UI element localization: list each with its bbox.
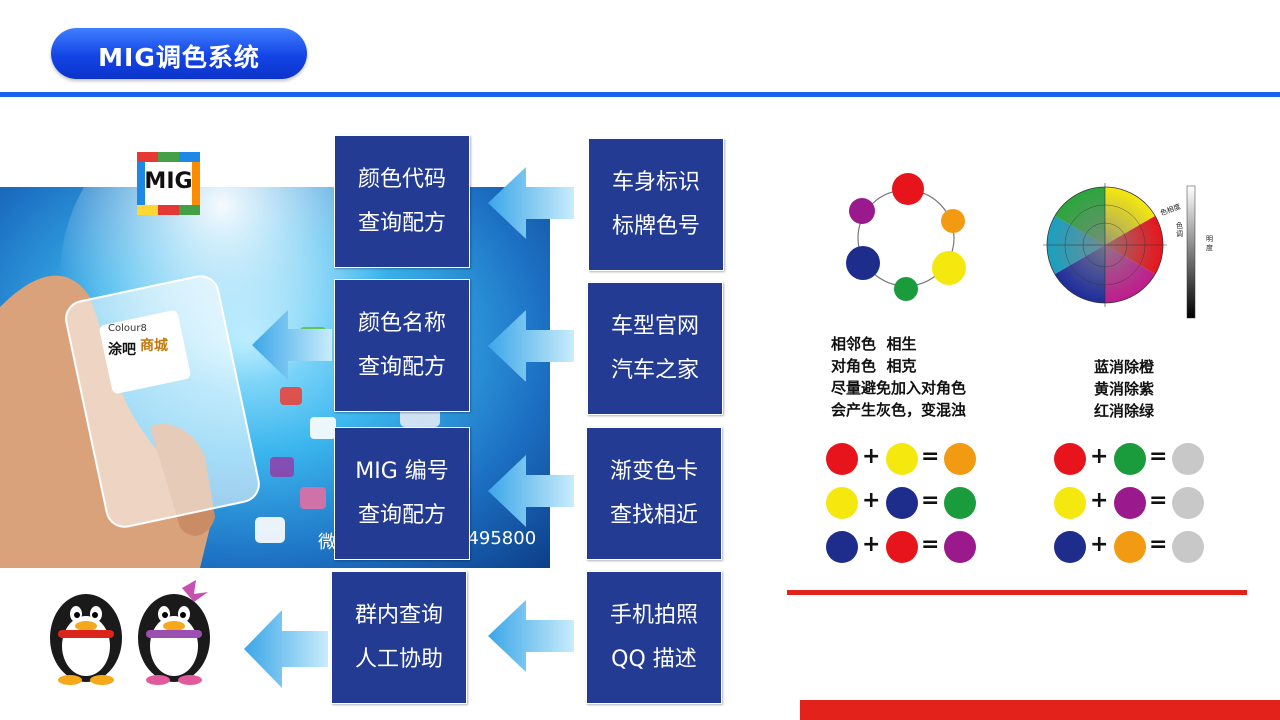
caption-line: 会产生灰色，变混浊 (831, 401, 967, 419)
box-line: 人工协助 (354, 646, 443, 672)
box-line: 手机拍照 (609, 602, 698, 628)
ring-green-dot (894, 277, 918, 301)
title-banner: MIG调色系统 (51, 28, 307, 79)
mix-left-dot (944, 487, 976, 519)
color-wheel-diagram (1043, 183, 1196, 319)
mix-right-dot (1114, 487, 1146, 519)
top-divider (0, 92, 1280, 97)
box-line: 查找相近 (609, 502, 698, 528)
ring-yellow-dot (932, 251, 966, 285)
mix-left-dot (886, 531, 918, 563)
arrow-left-icon (488, 455, 574, 527)
mix-left-dot (944, 531, 976, 563)
wheel-lightness-label: 明度 (1206, 235, 1213, 252)
caption-line: 对角色 相克 (831, 357, 917, 375)
caption-line: 尽量避免加入对角色 (831, 379, 967, 397)
equals-sign: = (921, 532, 940, 557)
right-caption: 蓝消除橙 黄消除紫 红消除绿 (1094, 356, 1154, 422)
lookup-by-mig-number: MIG 编号 查询配方 (334, 427, 470, 560)
mix-left-dot (826, 487, 858, 519)
phone-brand: Colour8 (108, 323, 147, 334)
box-line: 群内查询 (354, 602, 443, 628)
watermark-char: 微 (318, 532, 336, 553)
mix-right-dot (1172, 487, 1204, 519)
plus-sign: + (1090, 444, 1109, 469)
wheel-hue-label: 色调 (1176, 222, 1183, 238)
qq-penguins-icon (50, 580, 210, 685)
red-footer-bar (800, 700, 1280, 720)
group-query-box: 群内查询 人工协助 (331, 571, 467, 704)
body-label-box: 车身标识 标牌色号 (588, 138, 724, 271)
mix-right-dot (1054, 487, 1086, 519)
box-line: 查询配方 (357, 354, 446, 380)
box-line: 汽车之家 (610, 357, 699, 383)
equals-sign: = (1149, 488, 1168, 513)
plus-sign: + (862, 488, 881, 513)
equals-sign: = (921, 488, 940, 513)
arrow-left-icon (488, 310, 574, 382)
mix-left-dot (826, 443, 858, 475)
ring-purple-dot (849, 198, 875, 224)
mig-logo: MIG (136, 151, 201, 216)
ring-red-dot (892, 173, 924, 205)
box-line: MIG 编号 (355, 458, 449, 484)
mig-logo-text: MIG (144, 169, 193, 194)
box-line: 车身标识 (611, 169, 700, 195)
color-ring-diagram (846, 173, 966, 301)
mix-left-dot (886, 443, 918, 475)
caption-line: 红消除绿 (1094, 402, 1155, 420)
plus-sign: + (862, 444, 881, 469)
mix-left-dot (886, 487, 918, 519)
phone-brand-sub2: 商城 (140, 338, 168, 354)
phone-brand-sub: 涂吧 (108, 342, 136, 358)
box-line: QQ 描述 (611, 646, 697, 672)
arrow-left-icon (488, 600, 574, 672)
mix-right-dot (1114, 443, 1146, 475)
box-line: 颜色代码 (357, 166, 446, 192)
equals-sign: = (921, 444, 940, 469)
phone-hand-illustration (0, 187, 440, 568)
box-line: 车型官网 (610, 313, 699, 339)
caption-line: 相邻色 相生 (831, 335, 917, 353)
arrow-left-icon (488, 167, 574, 239)
equals-sign: = (1149, 444, 1168, 469)
ring-orange-dot (941, 209, 965, 233)
equals-sign: = (1149, 532, 1168, 557)
ring-blue-dot (846, 246, 880, 280)
page-title: MIG调色系统 (98, 43, 260, 72)
mix-left-dot (944, 443, 976, 475)
plus-sign: + (1090, 488, 1109, 513)
mix-right-dot (1054, 531, 1086, 563)
car-website-box: 车型官网 汽车之家 (587, 282, 723, 415)
box-line: 渐变色卡 (609, 458, 698, 484)
arrow-left-icon (244, 610, 328, 688)
mix-right-dot (1114, 531, 1146, 563)
mix-right-dot (1172, 443, 1204, 475)
phone-photo-box: 手机拍照 QQ 描述 (586, 571, 722, 704)
plus-sign: + (862, 532, 881, 557)
watermark-number: 0495800 (456, 528, 537, 549)
box-line: 颜色名称 (357, 310, 446, 336)
red-divider (787, 590, 1247, 595)
plus-sign: + (1090, 532, 1109, 557)
mix-right-dot (1172, 531, 1204, 563)
mix-left-dot (826, 531, 858, 563)
box-line: 标牌色号 (611, 213, 700, 239)
box-line: 查询配方 (357, 502, 446, 528)
arrow-left-icon (252, 310, 332, 380)
caption-line: 黄消除紫 (1094, 380, 1155, 398)
lookup-by-color-code: 颜色代码 查询配方 (334, 135, 470, 268)
caption-line: 蓝消除橙 (1094, 358, 1155, 376)
mix-right-dot (1054, 443, 1086, 475)
left-caption: 相邻色 相生 对角色 相克 尽量避免加入对角色 会产生灰色，变混浊 (831, 333, 966, 421)
lookup-by-color-name: 颜色名称 查询配方 (334, 279, 470, 412)
gradient-card-box: 渐变色卡 查找相近 (586, 427, 722, 560)
box-line: 查询配方 (357, 210, 446, 236)
